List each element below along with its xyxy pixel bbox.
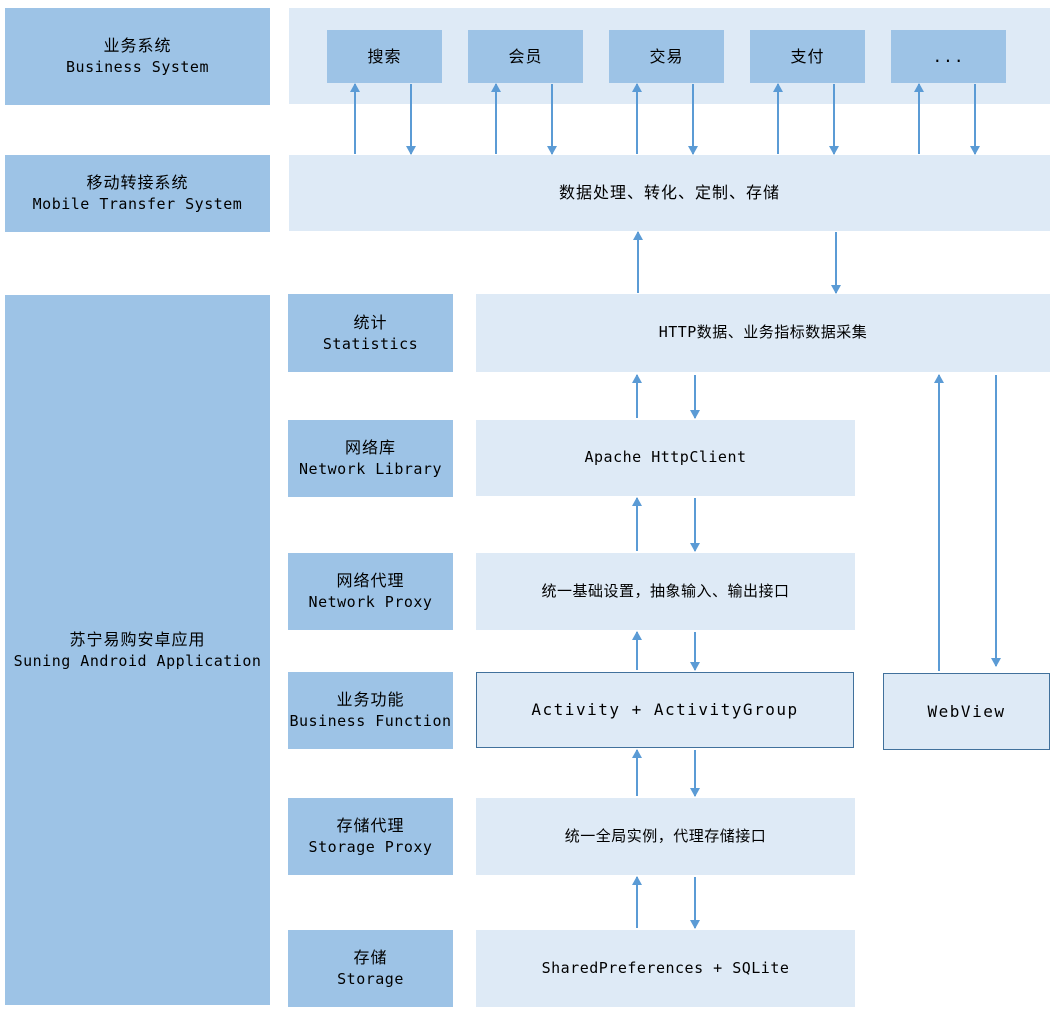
arrow-up-icon [632,749,642,796]
module-box-search: 搜索 [327,30,442,83]
mobile-transfer-label-en: Mobile Transfer System [32,195,243,214]
layer-label-network-library: 网络库 Network Library [288,420,453,497]
webview-box: WebView [883,673,1050,750]
arrow-down-icon [690,750,700,797]
module-label: 搜索 [367,46,402,66]
arrow-up-icon [350,83,360,154]
impl-box-http-collection: HTTP数据、业务指标数据采集 [476,294,1050,372]
layer-label-zh: 存储 [353,948,388,968]
arrow-up-icon [914,83,924,154]
layer-label-en: Storage [337,970,404,989]
arrow-up-icon [632,374,642,418]
impl-box-activity-group: Activity + ActivityGroup [476,672,854,748]
impl-box-sharedpreferences-sqlite: SharedPreferences + SQLite [476,930,855,1007]
business-system-label-en: Business System [66,58,209,77]
business-system-label-box: 业务系统 Business System [5,8,270,105]
impl-label: 统一基础设置，抽象输入、输出接口 [541,581,790,600]
arrow-down-icon [829,84,839,155]
layer-label-zh: 网络库 [344,438,396,458]
data-process-box: 数据处理、转化、定制、存储 [289,155,1050,231]
android-app-box: 苏宁易购安卓应用 Suning Android Application [5,295,270,1005]
arrow-down-icon [690,632,700,671]
module-label: 交易 [649,46,684,66]
layer-label-en: Network Library [299,460,442,479]
layer-label-statistics: 统计 Statistics [288,294,453,372]
layer-label-en: Business Function [289,712,452,731]
layer-label-business-function: 业务功能 Business Function [288,672,453,749]
arrow-up-icon [773,83,783,154]
arrow-down-icon [970,84,980,155]
business-system-label-zh: 业务系统 [103,36,172,56]
arrow-up-icon [491,83,501,154]
impl-box-global-instance: 统一全局实例，代理存储接口 [476,798,855,875]
arrow-down-icon [690,375,700,419]
module-box-more: ... [891,30,1006,83]
arrow-up-icon [633,231,643,293]
arrow-up-icon [632,497,642,551]
module-label: 支付 [790,46,825,66]
layer-label-en: Network Proxy [308,593,433,612]
arrow-down-icon [831,232,841,294]
arrow-up-icon [934,374,944,671]
arrow-down-icon [690,877,700,929]
arrow-up-icon [632,631,642,670]
webview-label: WebView [927,701,1006,721]
impl-label: Apache HttpClient [584,448,747,467]
impl-box-apache-httpclient: Apache HttpClient [476,420,855,496]
layer-label-storage-proxy: 存储代理 Storage Proxy [288,798,453,875]
arrow-up-icon [632,876,642,928]
module-box-payment: 支付 [750,30,865,83]
arrow-down-icon [547,84,557,155]
arrow-down-icon [406,84,416,155]
impl-box-unified-io: 统一基础设置，抽象输入、输出接口 [476,553,855,630]
arrow-down-icon [991,375,1001,667]
module-box-trade: 交易 [609,30,724,83]
arrow-down-icon [690,498,700,552]
layer-label-zh: 业务功能 [336,690,405,710]
impl-label: Activity + ActivityGroup [531,700,799,720]
layer-label-en: Statistics [322,334,419,353]
module-label: 会员 [508,46,543,66]
impl-label: HTTP数据、业务指标数据采集 [658,323,868,342]
arrow-up-icon [632,83,642,154]
layer-label-zh: 网络代理 [336,571,405,591]
module-box-member: 会员 [468,30,583,83]
module-label: ... [932,46,965,66]
mobile-transfer-label-zh: 移动转接系统 [86,173,189,193]
arrow-down-icon [688,84,698,155]
data-process-label: 数据处理、转化、定制、存储 [558,183,780,203]
impl-label: SharedPreferences + SQLite [541,958,790,977]
layer-label-zh: 存储代理 [336,816,405,836]
impl-label: 统一全局实例，代理存储接口 [564,826,767,845]
layer-label-en: Storage Proxy [308,838,433,857]
android-app-label-zh: 苏宁易购安卓应用 [69,629,206,649]
layer-label-storage: 存储 Storage [288,930,453,1007]
mobile-transfer-label-box: 移动转接系统 Mobile Transfer System [5,155,270,232]
android-app-label-en: Suning Android Application [13,651,262,670]
layer-label-zh: 统计 [353,312,388,332]
layer-label-network-proxy: 网络代理 Network Proxy [288,553,453,630]
